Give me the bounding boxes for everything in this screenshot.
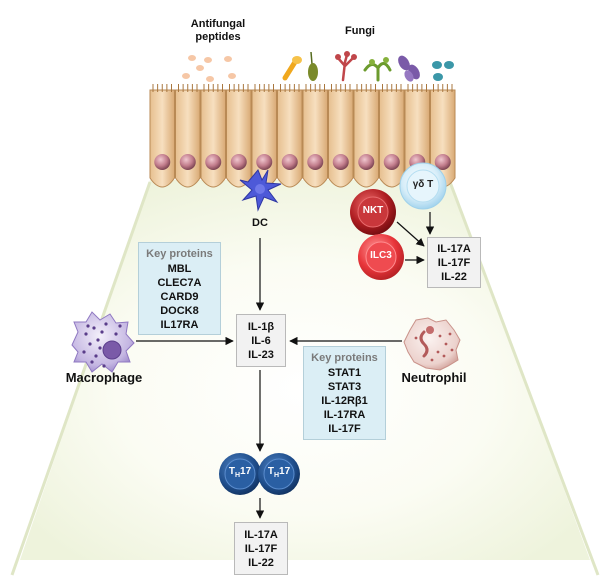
epithelial-cell (277, 84, 303, 188)
nucleus (256, 154, 273, 170)
ilc3-cell-icon (358, 234, 404, 280)
nucleus (434, 154, 451, 170)
epithelial-cell (353, 84, 379, 188)
arrow-nkt-to-cytokines (396, 221, 425, 247)
cytokines-bottom-box: IL-17A IL-17F IL-22 (234, 522, 288, 575)
cytokines-center-box: IL-1β IL-6 IL-23 (236, 314, 286, 367)
epithelial-cell (302, 84, 328, 188)
key-proteins-left-box: Key proteins MBL CLEC7A CARD9 DOCK8 IL17… (138, 242, 221, 335)
fungus-yellow-icon (282, 56, 302, 81)
dc-label: DC (252, 217, 268, 229)
cytokines-innate-box: IL-17A IL-17F IL-22 (427, 237, 481, 288)
fungus-olive-icon (308, 51, 318, 81)
epithelial-cell (175, 84, 201, 188)
epithelium-layer (149, 84, 456, 188)
dendritic-cell-icon (239, 169, 282, 212)
macrophage-label: Macrophage (65, 370, 143, 385)
nucleus (383, 154, 400, 170)
fungi-label: Fungi (345, 25, 375, 37)
th17-cell-right-icon (258, 453, 300, 495)
epithelial-cell (251, 84, 277, 188)
epithelial-cell (328, 84, 354, 188)
th17-cell-left-icon (219, 453, 261, 495)
ilc3-label: ILC3 (370, 250, 392, 261)
arrows (136, 212, 435, 519)
neutrophil-icon (403, 317, 461, 371)
nucleus (205, 154, 222, 170)
macrophage-icon (71, 311, 135, 373)
fungus-teal-icon (432, 61, 454, 81)
epithelial-cell (379, 84, 405, 188)
epithelial-cell (200, 84, 226, 188)
nucleus (307, 154, 324, 170)
epithelial-cell (149, 84, 175, 188)
th17-left-label: TH17 (228, 466, 252, 479)
fungus-green-icon (363, 57, 392, 82)
gamma-delta-t-label: γδ T (412, 179, 434, 190)
antifungal-peptides-icon (182, 55, 236, 82)
fungi-icons (282, 51, 454, 82)
nucleus (358, 154, 375, 170)
gamma-delta-t-cell-icon (399, 162, 447, 210)
epithelial-cell (226, 84, 252, 188)
nkt-label: NKT (362, 205, 384, 216)
frame-line-left (10, 181, 152, 576)
antifungal-peptides-label: Antifungal peptides (190, 18, 246, 43)
nucleus (230, 154, 247, 170)
nucleus (154, 154, 171, 170)
th17-right-label: TH17 (267, 466, 291, 479)
nucleus (281, 154, 298, 170)
key-proteins-right-box: Key proteins STAT1 STAT3 IL-12Rβ1 IL-17R… (303, 346, 386, 440)
neutrophil-label: Neutrophil (401, 370, 467, 385)
nucleus (179, 154, 196, 170)
nkt-cell-icon (350, 189, 396, 235)
fungus-red-icon (335, 51, 357, 82)
nucleus (332, 154, 349, 170)
fungus-purple-icon (398, 55, 420, 82)
